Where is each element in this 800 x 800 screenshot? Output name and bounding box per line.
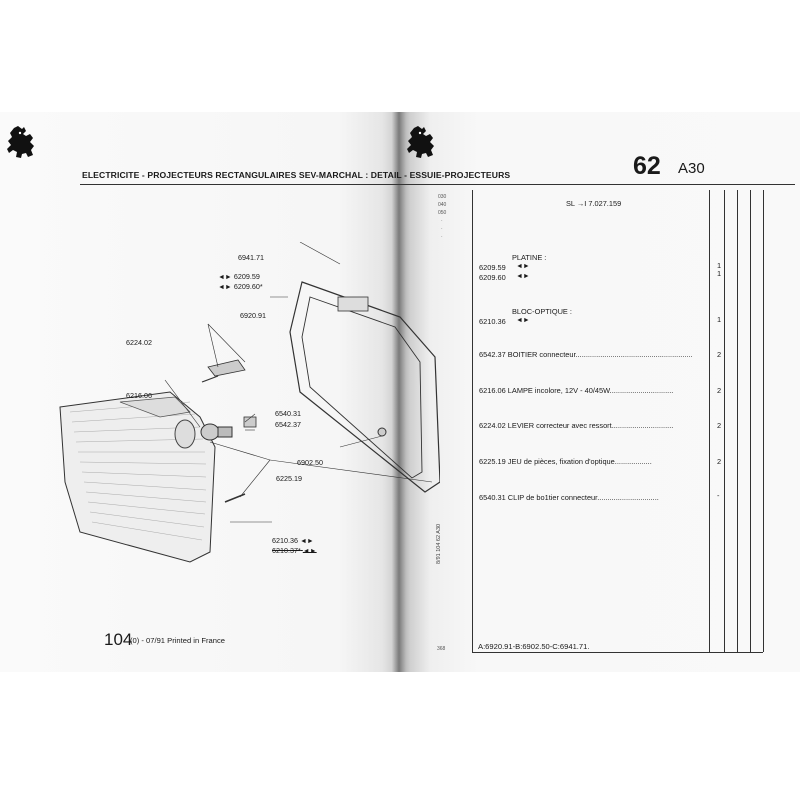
left-page xyxy=(0,112,398,672)
part-ref: 6225.19 xyxy=(479,457,506,466)
sl-reference: SL →I 7.027.159 xyxy=(566,199,622,208)
part-qty: - xyxy=(717,491,720,500)
callout-6210-37: 6210.37* xyxy=(272,546,301,555)
table-rule xyxy=(724,190,725,652)
callout-6209-60: 6209.60* xyxy=(233,282,263,291)
callout-6542-37: 6542.37 xyxy=(275,420,301,429)
arrow-icon: ◄► xyxy=(302,548,317,555)
arrow-icon: ◄► xyxy=(299,538,314,545)
chapter-code: A30 xyxy=(678,160,705,177)
part-qty: 1 xyxy=(717,269,722,278)
part-desc: BOITIER connecteur xyxy=(507,350,576,359)
part-qty: 2 xyxy=(717,457,722,466)
margin-code: · xyxy=(441,226,443,232)
page-heading: ELECTRICITE - PROJECTEURS RECTANGULAIRES… xyxy=(82,170,511,180)
part-ref: 6542.37 xyxy=(479,350,506,359)
part-ref: 6224.02 xyxy=(479,421,506,430)
callout-6920-91: 6920.91 xyxy=(240,311,266,320)
table-rule xyxy=(737,190,738,652)
part-qty: 1 xyxy=(717,315,722,324)
page-number-left: 104 xyxy=(104,630,133,649)
assembly-note: A:6920.91-B:6902.50-C:6941.71. xyxy=(478,642,590,651)
margin-code: · xyxy=(441,234,443,240)
side-code: 8/91 104 62 A30 xyxy=(436,523,442,564)
margin-code: 040 xyxy=(438,202,447,208)
arrow-icon: ◄► xyxy=(218,274,232,281)
peugeot-lion-logo xyxy=(7,126,34,158)
arrow-icon: ◄► xyxy=(516,263,530,270)
part-ref: 6540.31 xyxy=(479,493,506,502)
book-gutter xyxy=(392,112,406,672)
part-ref: 6210.36 xyxy=(479,317,506,326)
page-number-right: 368 xyxy=(437,646,446,652)
table-rule xyxy=(709,190,710,652)
heading-rule xyxy=(80,184,795,185)
part-desc: LAMPE incolore, 12V - 40/45W xyxy=(507,386,610,395)
arrow-icon: ◄► xyxy=(516,317,530,324)
part-qty: 2 xyxy=(717,350,722,359)
footer-rule xyxy=(472,652,763,653)
callout-6216-06: 6216.06 xyxy=(126,391,152,400)
right-page xyxy=(398,112,800,672)
peugeot-lion-logo-right xyxy=(407,126,434,158)
callout-6941-71: 6941.71 xyxy=(238,253,264,262)
headlamp-exploded-diagram xyxy=(59,242,440,563)
callout-6225-19: 6225.19 xyxy=(276,474,302,483)
part-ref: 6209.60 xyxy=(479,273,506,282)
part-ref: 6216.06 xyxy=(479,386,506,395)
part-qty: 2 xyxy=(717,386,722,395)
callout-6209-59: 6209.59 xyxy=(233,272,260,281)
part-desc: CLIP de bo1tier connecteur xyxy=(507,493,598,502)
part-group-title: PLATINE : xyxy=(512,253,547,262)
table-rule xyxy=(763,190,764,652)
callout-6902-50: 6902.50 xyxy=(297,458,323,467)
print-note: (0) - 07/91 Printed in France xyxy=(130,636,225,645)
margin-code: 050 xyxy=(438,210,447,216)
table-rule xyxy=(750,190,751,652)
arrow-icon: ◄► xyxy=(516,273,530,280)
arrow-icon: ◄► xyxy=(218,284,232,291)
margin-code: · xyxy=(441,218,443,224)
callout-6540-31: 6540.31 xyxy=(275,409,301,418)
callout-6224-02: 6224.02 xyxy=(126,338,152,347)
part-group-title: BLOC-OPTIQUE : xyxy=(512,307,572,316)
part-desc: JEU de pièces, fixation d'optique xyxy=(507,457,615,466)
part-ref: 6209.59 xyxy=(479,263,506,272)
part-qty: 1 xyxy=(717,261,722,270)
callout-6210-36: 6210.36 xyxy=(272,536,298,545)
margin-code: 030 xyxy=(438,194,447,200)
table-rule xyxy=(472,190,473,652)
book-spread: ELECTRICITE - PROJECTEURS RECTANGULAIRES… xyxy=(0,112,800,672)
chapter-number: 62 xyxy=(633,152,661,180)
part-desc: LEVIER correcteur avec ressort xyxy=(507,421,612,430)
part-qty: 2 xyxy=(717,421,722,430)
